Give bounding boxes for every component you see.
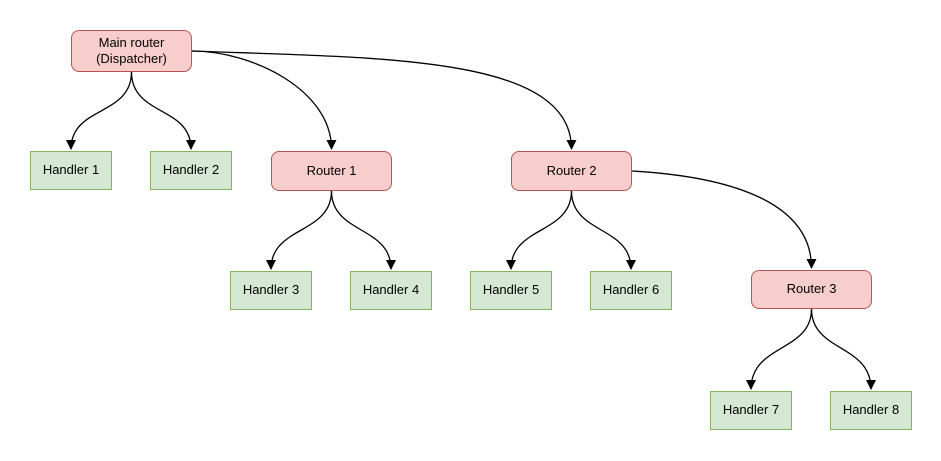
edge-router2-to-router3 [631, 170, 817, 269]
edge-router2-to-handler6 [570, 190, 636, 270]
edge-main-to-router1 [191, 50, 337, 150]
node-handler-7: Handler 7 [710, 391, 792, 430]
node-handler-4: Handler 4 [350, 271, 432, 310]
edge-main-to-handler1 [66, 71, 133, 150]
node-handler-2: Handler 2 [150, 151, 232, 190]
node-router-2: Router 2 [511, 151, 632, 191]
node-handler-5: Handler 5 [470, 271, 552, 310]
edge-router1-to-handler4 [330, 190, 396, 270]
node-handler-6: Handler 6 [590, 271, 672, 310]
edge-router1-to-handler3 [266, 190, 333, 270]
node-main-router: Main router (Dispatcher) [71, 30, 192, 72]
node-handler-3: Handler 3 [230, 271, 312, 310]
node-handler-1: Handler 1 [30, 151, 112, 190]
edge-router3-to-handler7 [746, 308, 813, 390]
edge-router3-to-handler8 [810, 308, 876, 390]
node-handler-8: Handler 8 [830, 391, 912, 430]
edge-main-to-handler2 [130, 71, 196, 150]
node-router-3: Router 3 [751, 270, 872, 309]
node-router-1: Router 1 [271, 151, 392, 191]
edge-main-to-router2 [191, 50, 577, 150]
edge-router2-to-handler5 [506, 190, 573, 270]
